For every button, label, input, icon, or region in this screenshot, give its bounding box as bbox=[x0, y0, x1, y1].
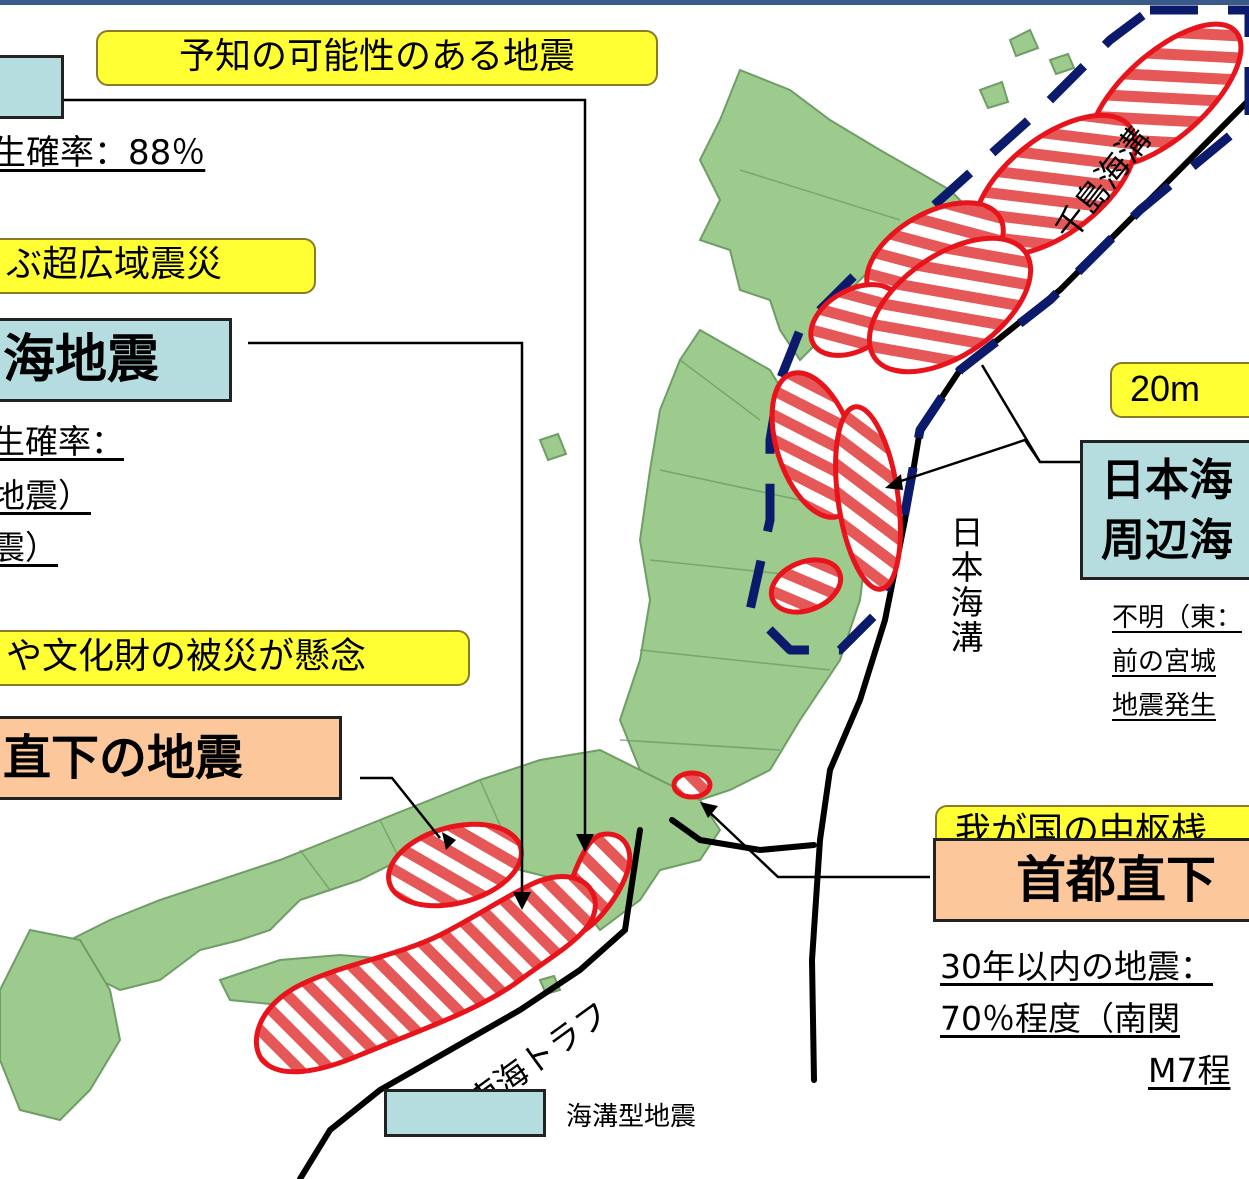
probability-top: 生確率：88％ bbox=[0, 133, 206, 173]
hokkaido-tohoku-dashed-region bbox=[745, 5, 1249, 655]
probability-nankai-2: 地震） bbox=[0, 476, 91, 515]
leader-nankai bbox=[248, 341, 524, 895]
callout-yochi: 予知の可能性のある地震 bbox=[96, 30, 658, 86]
leader-arrowheads bbox=[442, 474, 903, 910]
box-nihonkai-line1: 日本海 bbox=[1101, 455, 1233, 506]
leader-shuto bbox=[704, 807, 930, 879]
box-chokka-kinki-label: 直下の地震 bbox=[3, 730, 244, 786]
probability-nankai-1: 生確率： bbox=[0, 422, 124, 461]
zone-miyagi bbox=[833, 404, 903, 592]
box-chokka-kinki: 直下の地震 bbox=[0, 716, 342, 800]
box-shuto: 首都直下 bbox=[933, 838, 1249, 922]
callout-yochi-text: 予知の可能性のある地震 bbox=[178, 36, 575, 77]
callout-bunkazai-text: や文化財の被災が懸念 bbox=[6, 636, 367, 677]
callout-koiki: ぶ超広域震災 bbox=[0, 238, 316, 294]
trench-label-nihon: 日本海溝 bbox=[945, 515, 984, 655]
probability-nihonkai-2: 前の宮城 bbox=[1112, 647, 1217, 677]
earthquake-zones bbox=[253, 21, 1244, 1075]
prefecture-borders bbox=[299, 169, 901, 891]
box-nankai: 海地震 bbox=[0, 318, 232, 402]
callout-koiki-text: ぶ超広域震災 bbox=[6, 244, 223, 285]
callout-bunkazai: や文化財の被災が懸念 bbox=[0, 630, 470, 686]
legend-label: 海溝型地震 bbox=[566, 1102, 697, 1132]
leader-nihonkai-b bbox=[980, 364, 1042, 463]
box-shuto-label: 首都直下 bbox=[1016, 851, 1216, 909]
leader-yochi bbox=[62, 98, 587, 838]
zone-shuto bbox=[671, 770, 713, 800]
probability-shuto-1: 30年以内の地震： bbox=[940, 947, 1213, 986]
zone-nankai bbox=[253, 874, 598, 1075]
zone-kinki bbox=[386, 821, 524, 909]
legend-swatch bbox=[384, 1089, 546, 1137]
leader-lines bbox=[62, 98, 1080, 895]
callout-height: 20m bbox=[1110, 362, 1249, 418]
probability-nihonkai-3: 地震発生 bbox=[1112, 691, 1217, 721]
leader-kinki bbox=[360, 776, 441, 839]
callout-height-text: 20m bbox=[1130, 368, 1201, 409]
box-nihonkai-line2: 周辺海 bbox=[1101, 515, 1233, 566]
box-nihonkai: 日本海 周辺海 bbox=[1080, 440, 1249, 580]
top-left-box bbox=[0, 55, 64, 119]
probability-nankai-3: 震） bbox=[0, 528, 58, 567]
zone-fukushima bbox=[768, 557, 844, 615]
zone-sanriku-north bbox=[866, 235, 1034, 375]
top-rule bbox=[0, 0, 1249, 5]
sagami-trough-line bbox=[669, 817, 817, 854]
probability-shuto-2: 70％程度（南関 bbox=[940, 999, 1180, 1038]
probability-shuto-3: M7程 bbox=[1148, 1051, 1231, 1090]
nankai-trough-line bbox=[297, 827, 643, 1179]
probability-nihonkai-1: 不明（東： bbox=[1112, 603, 1243, 633]
box-nankai-label: 海地震 bbox=[3, 330, 160, 390]
